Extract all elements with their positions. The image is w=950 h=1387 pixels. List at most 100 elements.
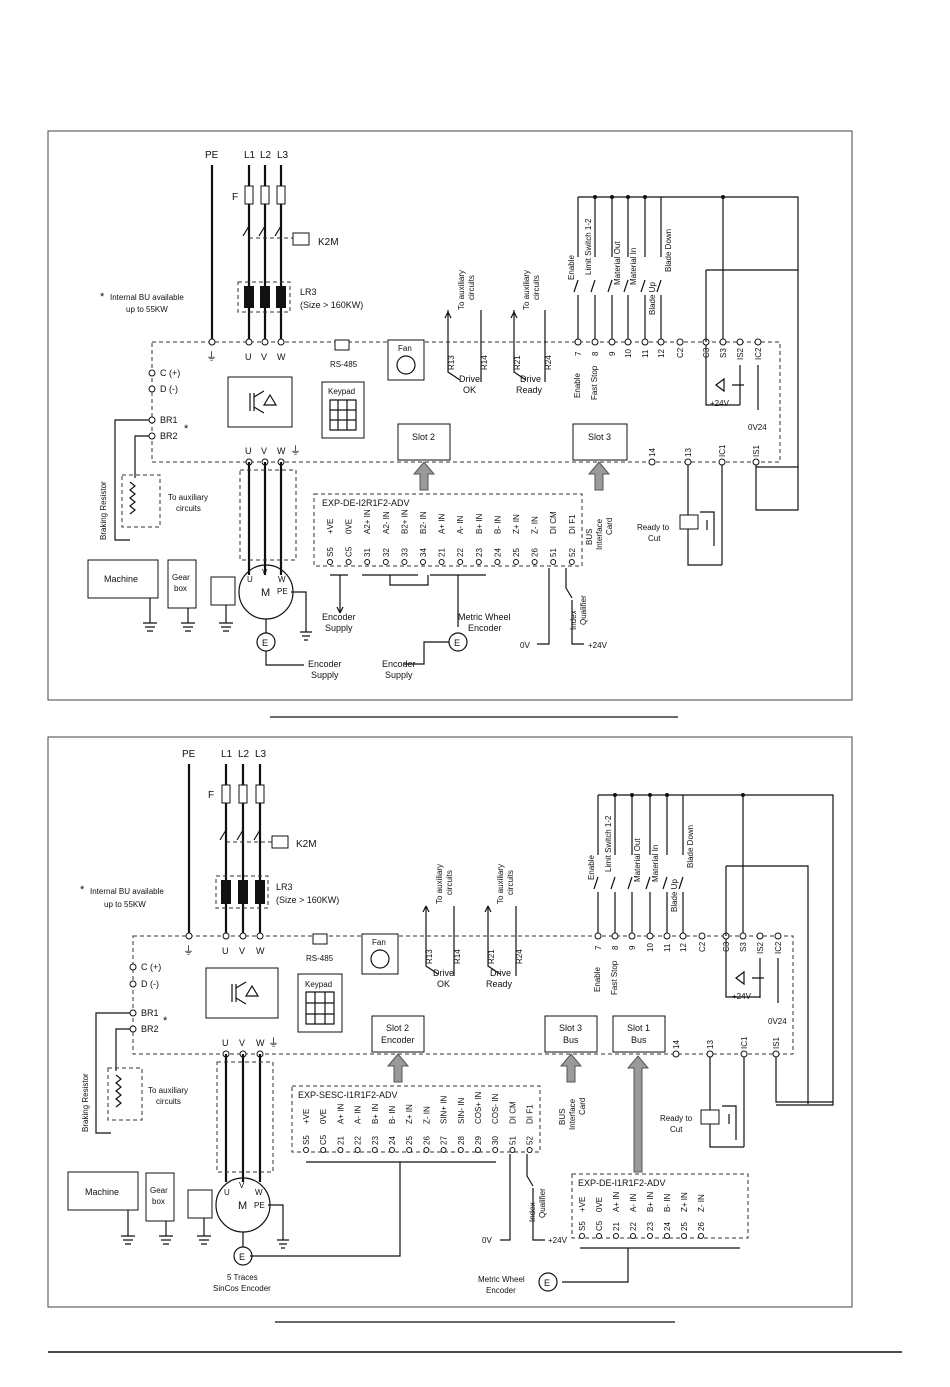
- ground-icon: ⏚: [206, 350, 217, 363]
- slot3-arrow-icon: [559, 1053, 583, 1083]
- slot2-arrow-icon: [386, 1053, 410, 1083]
- card-pin-name: A- IN: [456, 516, 465, 534]
- ic1-label: IC1: [740, 1036, 749, 1049]
- r24-label: R24: [544, 355, 553, 370]
- t9-label: 9: [608, 351, 617, 356]
- br2-label: BR2: [160, 431, 178, 441]
- bus-card-line2: Interface: [568, 1098, 577, 1130]
- junction-dot: [741, 793, 745, 797]
- c-plus-terminal: [129, 963, 137, 971]
- u-label: U: [245, 446, 252, 456]
- ready-to-cut-wires: [687, 465, 799, 566]
- fuse-icon: [244, 185, 254, 205]
- limit-switch-label: Limit Switch 1-2: [584, 218, 593, 275]
- c2-label: C2: [676, 347, 685, 358]
- diagram-1: PE L1 L2 L3 F K2M LR3 (Size > 160KW) * I…: [47, 130, 853, 718]
- t12-label: 12: [679, 943, 688, 952]
- d-minus-label: D (-): [141, 979, 159, 989]
- snubber-icon: [722, 1105, 737, 1140]
- card-pin-number: 22: [456, 548, 465, 557]
- card-pin-terminal: [475, 1147, 481, 1153]
- encoder-e-label: E: [239, 1252, 245, 1262]
- w-label: W: [278, 575, 286, 584]
- card-pin-name: A+ IN: [336, 1104, 345, 1124]
- slot2-arrow-icon: [412, 461, 436, 491]
- asterisk-mark: *: [184, 423, 189, 435]
- t10-terminal: [646, 932, 654, 940]
- pe-label: PE: [277, 587, 288, 596]
- ic2-terminal: [754, 338, 762, 346]
- card-pin-name: Z+ IN: [405, 1104, 414, 1124]
- card-pin-terminal: [526, 1147, 533, 1153]
- card-pin-terminal: [457, 1147, 464, 1153]
- ov-label: 0V: [520, 641, 530, 650]
- junction-dot: [665, 793, 669, 797]
- enable-label: Enable: [587, 855, 596, 880]
- l2-label: L2: [238, 749, 250, 760]
- card-pin-name: B- IN: [493, 516, 502, 534]
- u-label: U: [245, 352, 252, 362]
- t12-label: 12: [657, 349, 666, 358]
- slot1-arrow-icon: [626, 1055, 650, 1173]
- fuse-icon: [260, 185, 270, 205]
- card-pin-number: 30: [491, 1136, 500, 1145]
- l1-label: L1: [221, 749, 233, 760]
- switch-icons: [593, 876, 684, 936]
- gearbox-line2: box: [174, 584, 187, 593]
- lr3-size-label: (Size > 160KW): [276, 895, 339, 905]
- card-pin-name: +VE: [302, 1109, 311, 1124]
- blade-down-label: Blade Down: [686, 825, 695, 868]
- switch-icons: [573, 279, 662, 342]
- slot2-label-line2: Encoder: [381, 1035, 415, 1045]
- plus24v-label: +24V: [710, 399, 730, 408]
- c-plus-terminal: [148, 369, 156, 377]
- t11-label: 11: [663, 943, 672, 952]
- drive-ok-line1: Drive: [433, 968, 454, 978]
- motor-m-label: M: [261, 587, 270, 599]
- bus-card-line3: Card: [605, 518, 614, 535]
- w-terminal: [256, 932, 264, 940]
- machine-box: [67, 1171, 139, 1211]
- encoder-e-label: E: [262, 638, 268, 648]
- reactor-icon: [276, 286, 286, 308]
- card-pin-terminal: [303, 1147, 309, 1153]
- coupling-icon: [187, 1189, 213, 1219]
- card-pin-terminal: [509, 1147, 516, 1153]
- ic2-label: IC2: [774, 941, 783, 954]
- card-pin-name: 0VE: [345, 519, 354, 534]
- k2m-coil-icon: [271, 835, 289, 849]
- pe-terminal: [185, 932, 193, 940]
- card-pin-terminal: [457, 559, 464, 565]
- card-pin-number: 51: [549, 548, 558, 557]
- internal-bu-line2: up to 55KW: [104, 900, 146, 909]
- pe-terminal: [208, 338, 216, 346]
- v-label: V: [239, 946, 245, 956]
- card-pin-terminal: [382, 559, 389, 565]
- card-pin-number: S5: [326, 547, 335, 557]
- is2-terminal: [756, 932, 764, 940]
- card-pin-number: 23: [646, 1222, 655, 1231]
- ground-icon: [121, 1210, 211, 1245]
- material-out-label: Material Out: [633, 838, 642, 882]
- lr3-label: LR3: [300, 287, 317, 297]
- card-pin-terminal: [475, 559, 482, 565]
- card-pin-number: 21: [612, 1222, 621, 1231]
- l3-label: L3: [277, 150, 289, 161]
- to-aux-line1: To auxiliary: [457, 270, 466, 310]
- t13-terminal: [684, 458, 692, 466]
- resistor-icon: [115, 1074, 122, 1108]
- card-pin-terminal: [513, 559, 519, 565]
- card-pin-terminal: [371, 1147, 378, 1153]
- ground-icon: ⏚: [183, 944, 194, 957]
- metric-wheel-encoder-icon: [538, 1272, 558, 1292]
- l3-label: L3: [255, 749, 267, 760]
- material-in-label: Material In: [629, 248, 638, 285]
- t11-terminal: [641, 338, 649, 346]
- gearbox-box: [167, 559, 197, 609]
- drive-ready-line2: Ready: [486, 979, 513, 989]
- exp-card2-title: EXP-DE-I1R1F2-ADV: [578, 1178, 666, 1188]
- ov24-label: 0V24: [768, 1017, 787, 1026]
- enable-label: Enable: [567, 255, 576, 280]
- card-pin-name: B+ IN: [475, 514, 484, 534]
- t13-label: 13: [684, 448, 693, 457]
